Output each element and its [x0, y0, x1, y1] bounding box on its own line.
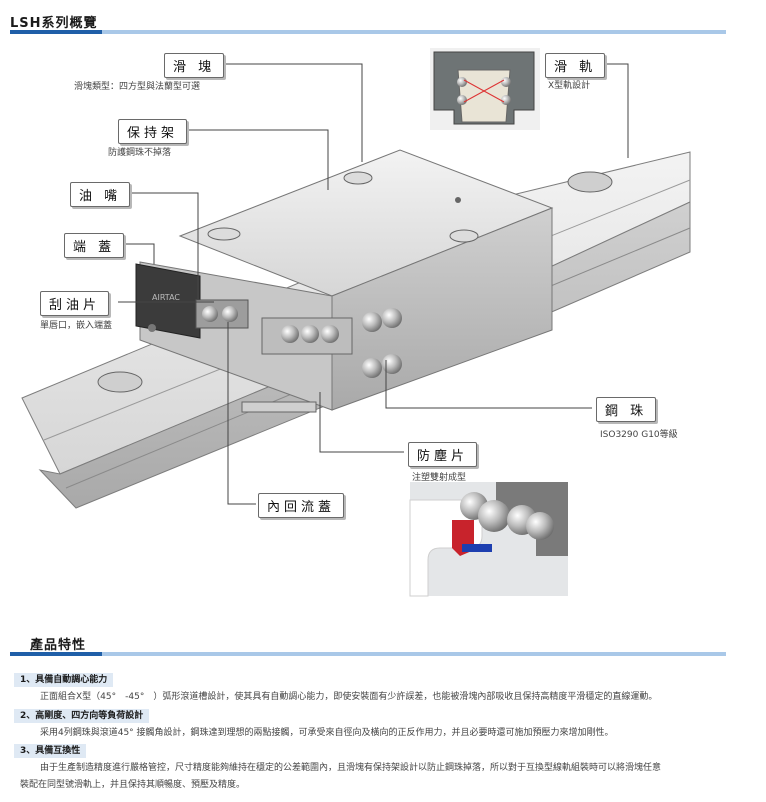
brand-mark: AIRTAC: [152, 293, 180, 302]
feature-2-body: 采用4列鋼珠與滾道45° 接觸角設計，鋼珠達到理想的兩點接觸，可承受來自徑向及橫…: [40, 728, 614, 738]
side-balls: [362, 308, 402, 378]
caption-rail: X型軌設計: [548, 81, 591, 91]
caption-steel-ball: ISO3290 G10等級: [600, 430, 678, 440]
callout-steel-ball: 鋼 珠: [596, 397, 657, 422]
feature-1-heading: 1、具備自動調心能力: [14, 673, 114, 687]
leader-lines: [110, 63, 629, 505]
caption-slider: 滑塊類型：四方型與法蘭型可選: [74, 82, 201, 92]
callout-rail: 滑 軌: [545, 53, 606, 78]
feature-1-body: 正面組合X型（45° -45° ）弧形滾道槽設計，使其具有自動調心能力，即使安裝…: [40, 692, 658, 702]
linear-guide-illustration: AIRTAC: [21, 48, 691, 597]
feature-3-body-line2: 裝配在同型號滑軌上，并且保持其順暢度、預壓及精度。: [20, 780, 246, 790]
callout-end-cap: 端 蓋: [64, 233, 125, 258]
rail-cross-section: [430, 48, 540, 130]
features-title-underline: [10, 652, 102, 656]
dust-seal-detail: [409, 482, 568, 597]
feature-2-heading: 2、高剛度、四方向等負荷設計: [14, 709, 150, 723]
callout-retainer: 保持架: [118, 119, 188, 144]
callout-return-cap: 內回流蓋: [258, 493, 345, 518]
callout-slider: 滑 塊: [164, 53, 225, 78]
caption-scraper: 單唇口，嵌入端蓋: [40, 321, 113, 331]
features-header: 產品特性: [10, 634, 726, 660]
caption-retainer: 防護鋼珠不掉落: [108, 148, 172, 158]
features-title-rule: [102, 652, 726, 656]
overview-title-rule: [102, 30, 726, 34]
overview-header: LSH系列概覽: [10, 12, 726, 38]
feature-3-heading: 3、具備互換性: [14, 744, 87, 758]
cutaway-balls: [195, 299, 353, 413]
features-title: 產品特性: [30, 638, 87, 653]
overview-title: LSH系列概覽: [10, 16, 98, 31]
feature-3-body-line1: 由于生產制造精度進行嚴格管控，尺寸精度能夠維持在穩定的公差範圍內，且滑塊有保持架…: [40, 763, 662, 773]
caption-dust-seal: 注塑雙射成型: [412, 473, 467, 483]
overview-title-underline: [10, 30, 102, 34]
end-cap-shape: AIRTAC: [135, 263, 201, 339]
callout-grease-nipple: 油 嘴: [70, 182, 131, 207]
callout-dust-seal: 防塵片: [408, 442, 478, 467]
callout-scraper: 刮油片: [40, 291, 110, 316]
